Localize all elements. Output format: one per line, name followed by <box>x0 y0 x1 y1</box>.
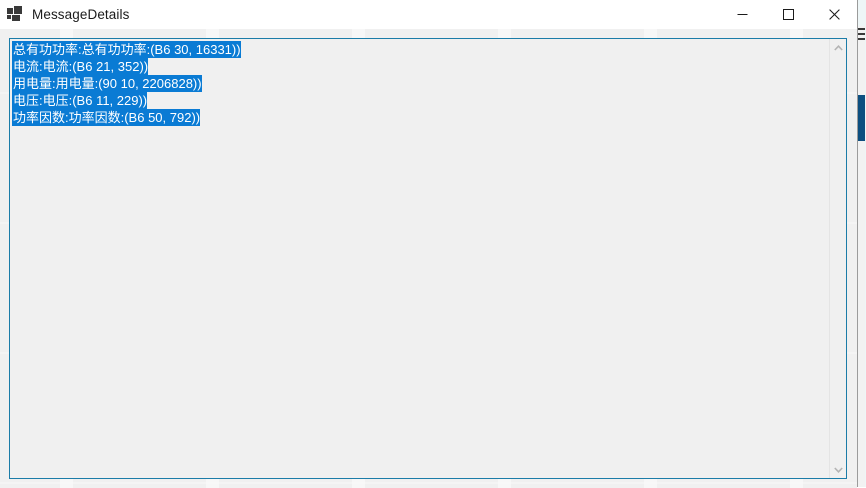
title-bar[interactable]: MessageDetails <box>0 0 857 29</box>
chevron-down-icon <box>834 467 843 473</box>
maximize-icon <box>783 9 794 20</box>
client-area: 总有功功率:总有功功率:(B6 30, 16331))电流:电流:(B6 21,… <box>0 29 857 488</box>
minimize-button[interactable] <box>719 0 765 28</box>
winforms-app-icon <box>7 6 23 22</box>
text-line-content: 功率因数:功率因数:(B6 50, 792)) <box>12 109 200 126</box>
text-line-content: 用电量:用电量:(90 10, 2206828)) <box>12 75 202 92</box>
window-title: MessageDetails <box>32 7 719 22</box>
text-line[interactable]: 功率因数:功率因数:(B6 50, 792)) <box>12 109 829 126</box>
chevron-up-icon <box>834 45 843 51</box>
close-icon <box>829 9 840 20</box>
maximize-button[interactable] <box>765 0 811 28</box>
text-line[interactable]: 总有功功率:总有功功率:(B6 30, 16331)) <box>12 41 829 58</box>
text-line[interactable]: 电压:电压:(B6 11, 229)) <box>12 92 829 109</box>
vertical-scrollbar[interactable] <box>829 39 846 478</box>
textbox-content[interactable]: 总有功功率:总有功功率:(B6 30, 16331))电流:电流:(B6 21,… <box>10 39 829 478</box>
scroll-up-button[interactable] <box>830 39 846 56</box>
caption-button-group <box>719 0 857 28</box>
scroll-track[interactable] <box>830 56 846 461</box>
text-line-content: 电流:电流:(B6 21, 352)) <box>12 58 148 75</box>
text-line-content: 总有功功率:总有功功率:(B6 30, 16331)) <box>12 41 241 58</box>
text-line[interactable]: 电流:电流:(B6 21, 352)) <box>12 58 829 75</box>
close-button[interactable] <box>811 0 857 28</box>
text-line-content: 电压:电压:(B6 11, 229)) <box>12 92 147 109</box>
text-line[interactable]: 用电量:用电量:(90 10, 2206828)) <box>12 75 829 92</box>
scroll-down-button[interactable] <box>830 461 846 478</box>
message-details-textbox[interactable]: 总有功功率:总有功功率:(B6 30, 16331))电流:电流:(B6 21,… <box>9 38 847 479</box>
minimize-icon <box>737 9 748 20</box>
